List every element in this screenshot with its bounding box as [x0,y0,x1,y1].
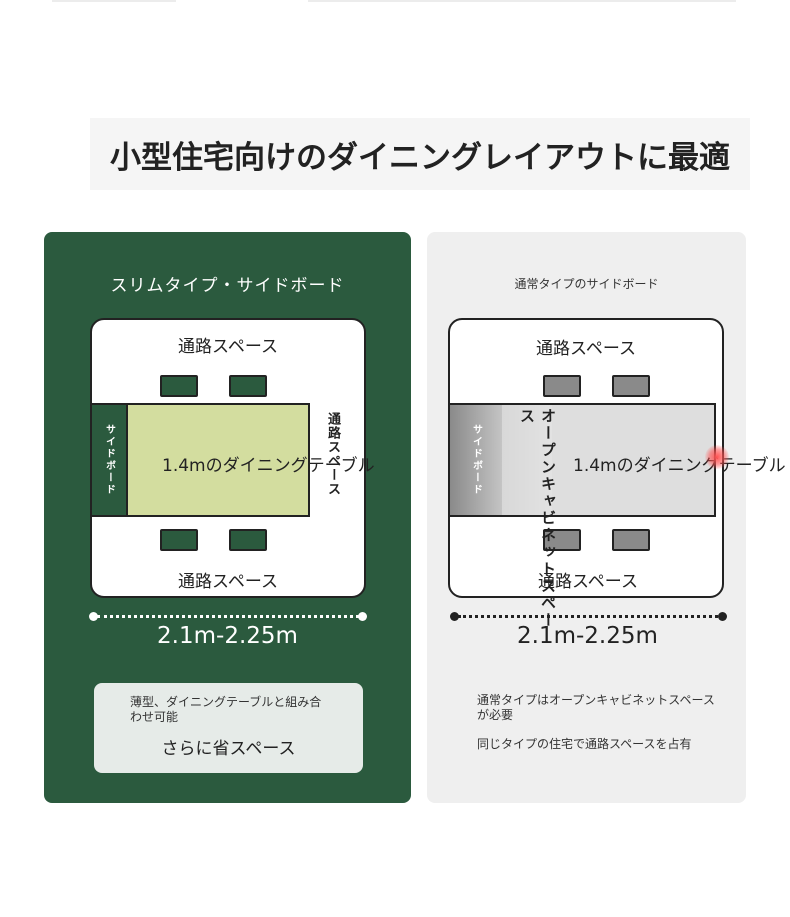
chair [229,529,267,551]
page-title: 小型住宅向けのダイニングレイアウトに最適 [90,118,750,190]
cabinet-space [502,405,552,515]
note-2: 同じタイプの住宅で通路スペースを占有 [477,737,692,751]
slim-sideboard-heading: スリムタイプ・サイドボード [110,276,345,296]
dimension-end-dot [718,612,727,621]
chair [612,375,650,397]
dimension-line [458,615,718,618]
table-edge-highlight [705,445,729,469]
top-aisle-label: 通路スペース [536,339,636,359]
dimension-start-dot [450,612,459,621]
bottom-aisle-label: 通路スペース [178,572,278,592]
chair [160,529,198,551]
note-box: 薄型、ダイニングテーブルと組み合わせ可能 さらに省スペース [94,683,363,773]
top-aisle-label: 通路スペース [178,337,278,357]
dimension-start-dot [89,612,98,621]
bottom-aisle-label: 通路スペース [538,572,638,592]
note-1: 通常タイプはオープンキャビネットスペースが必要 [477,693,715,722]
sideboard: サイドボード [90,403,128,517]
chair [229,375,267,397]
note-small: 薄型、ダイニングテーブルと組み合わせ可能 [130,695,322,724]
room-diagram: 通路スペース サイドボード 1.4mのダイニングテーブル 通路スペース 通路スペ… [90,318,375,598]
regular-sideboard-heading: 通常タイプのサイドボード [514,277,659,291]
table-label: 1.4mのダイニングテーブル [573,456,786,476]
dining-table [126,403,310,517]
note-large: さらに省スペース [161,739,296,759]
dimension-label: 2.1m-2.25m [157,623,298,649]
right-aisle-label: 通路スペース [325,412,340,496]
regular-sideboard-panel: 通常タイプのサイドボード 通路スペース サイドボード 1.4mのダイニングテーブ… [427,232,786,803]
slim-sideboard-panel: スリムタイプ・サイドボード 通路スペース サイドボード 1.4mのダイニングテー… [44,232,411,803]
dimension-end-dot [358,612,367,621]
chair [543,529,581,551]
chair [612,529,650,551]
cabinet-space-label: オープンキャビネットスペース [518,408,557,629]
room-diagram: 通路スペース サイドボード 1.4mのダイニングテーブル 通路スペース [448,318,786,598]
chair [543,375,581,397]
sideboard-label: サイドボード [470,424,482,496]
sideboard-label: サイドボード [103,424,115,496]
top-divider-right [308,0,736,2]
chair [160,375,198,397]
table-label: 1.4mのダイニングテーブル [162,456,375,476]
sideboard: サイドボード [450,405,502,515]
dimension-label: 2.1m-2.25m [517,623,658,649]
dimension-line [97,615,359,618]
top-divider-left [52,0,176,2]
